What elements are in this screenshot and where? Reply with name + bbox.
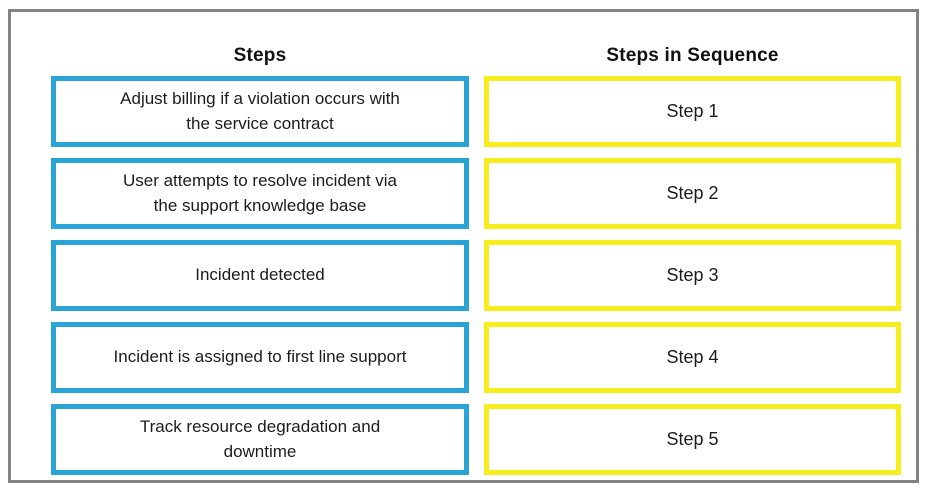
step-item-track-degradation[interactable]: Track resource degradation and downtime <box>51 404 469 475</box>
step-item-incident-detected[interactable]: Incident detected <box>51 240 469 311</box>
step-item-incident-assigned[interactable]: Incident is assigned to first line suppo… <box>51 322 469 393</box>
sequence-column: Steps in Sequence Step 1 Step 2 Step 3 S… <box>484 36 901 486</box>
sequence-slot-step-1[interactable]: Step 1 <box>484 76 901 147</box>
sequence-slot-step-3[interactable]: Step 3 <box>484 240 901 311</box>
steps-column: Steps Adjust billing if a violation occu… <box>51 36 469 486</box>
sequence-slot-step-2[interactable]: Step 2 <box>484 158 901 229</box>
sequence-slot-step-4[interactable]: Step 4 <box>484 322 901 393</box>
step-item-adjust-billing[interactable]: Adjust billing if a violation occurs wit… <box>51 76 469 147</box>
outer-frame: Steps Adjust billing if a violation occu… <box>8 9 919 483</box>
sequence-slot-step-5[interactable]: Step 5 <box>484 404 901 475</box>
step-item-user-attempts-resolve[interactable]: User attempts to resolve incident via th… <box>51 158 469 229</box>
sequence-column-header: Steps in Sequence <box>606 45 779 66</box>
steps-column-header: Steps <box>233 45 287 66</box>
